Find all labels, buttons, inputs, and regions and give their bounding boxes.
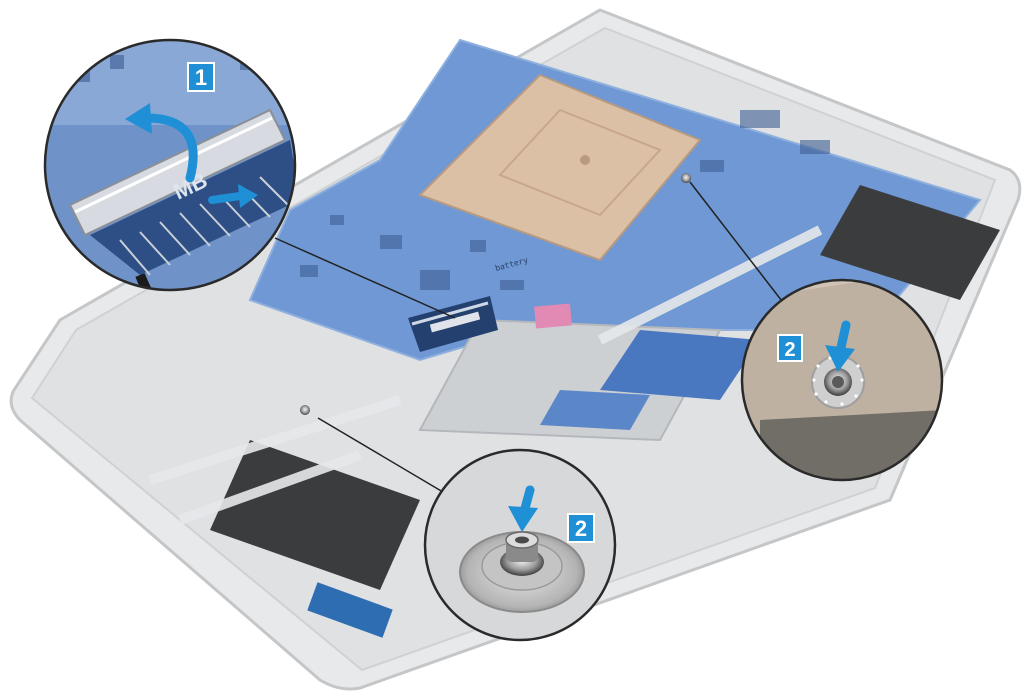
zoom-callout-screw-right: 2 xyxy=(740,278,944,482)
zoom-callout-connector: MB 1 xyxy=(43,38,297,292)
step-badge-2-right-label: 2 xyxy=(784,339,795,361)
heat-shield xyxy=(418,73,702,262)
speaker-left xyxy=(210,440,420,590)
step-badge-2-right: 2 xyxy=(777,334,803,362)
arrow-down-icon xyxy=(508,485,538,532)
io-board xyxy=(307,582,393,638)
arrow-right-icon xyxy=(208,184,258,208)
screw-icon xyxy=(824,368,852,396)
screw-main-right xyxy=(681,173,691,183)
screw-main-left xyxy=(300,405,310,415)
curved-arrow-icon xyxy=(125,103,198,183)
screw-icon xyxy=(500,531,544,576)
touchpad-board xyxy=(600,330,760,400)
speaker-right xyxy=(820,185,1000,300)
step-badge-1-label: 1 xyxy=(195,65,207,90)
step-badge-2-left: 2 xyxy=(567,513,595,543)
step-badge-1: 1 xyxy=(187,62,215,92)
display-connector xyxy=(408,296,498,352)
leader-lines xyxy=(274,181,786,496)
arrow-down-icon xyxy=(825,320,855,372)
ribbon-cables xyxy=(148,225,823,525)
board-components xyxy=(300,110,830,290)
speakers xyxy=(210,185,1000,638)
zoom-callout-screw-left: 2 xyxy=(423,448,617,642)
step-badge-2-left-label: 2 xyxy=(575,516,587,541)
heat-shield-plate xyxy=(418,73,702,262)
pink-sticker xyxy=(534,303,572,329)
touchpad-assembly xyxy=(418,303,760,442)
